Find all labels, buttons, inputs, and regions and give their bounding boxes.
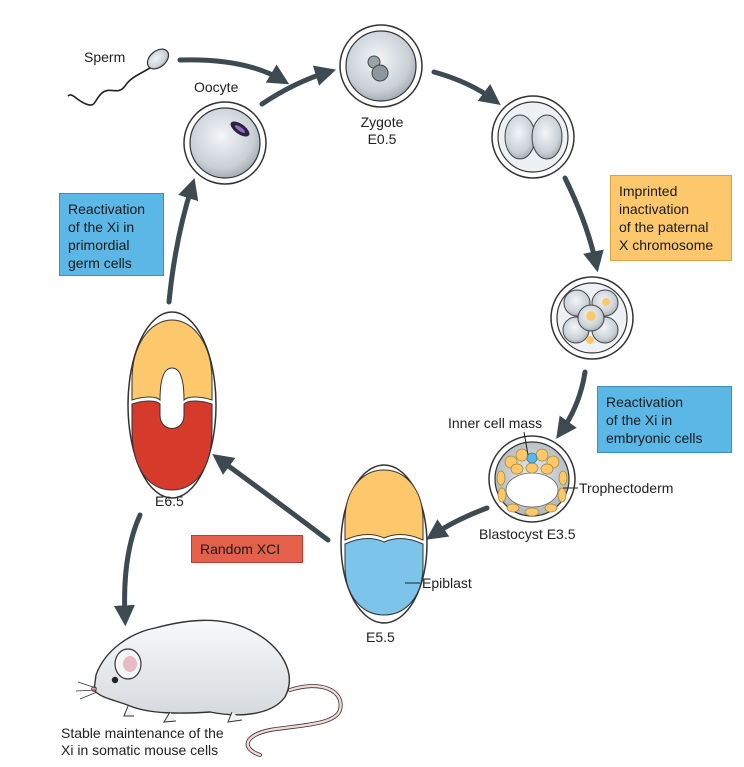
label-sperm: Sperm xyxy=(84,49,126,65)
label-epiblast: Epiblast xyxy=(422,575,472,591)
oocyte-icon xyxy=(183,101,267,185)
sperm-icon xyxy=(67,48,170,106)
box-reactivation-pgc: Reactivation of the Xi in primordial ger… xyxy=(59,193,164,276)
label-stable-maintenance: Stable maintenance of the Xi in somatic … xyxy=(61,725,224,758)
box-random-xci: Random XCI xyxy=(191,535,303,563)
arrow-blastocyst-to-e55 xyxy=(426,505,490,540)
arrow-e55-to-e65 xyxy=(212,454,331,543)
blastocyst-icon xyxy=(488,431,578,523)
two-cell-embryo-icon xyxy=(491,95,575,179)
arrow-2cell-to-8cell xyxy=(562,175,604,273)
arrow-sperm-to-oocyte xyxy=(177,57,290,85)
e55-embryo-icon xyxy=(340,464,428,624)
arrow-oocyte-to-zygote xyxy=(259,65,337,107)
label-e65: E6.5 xyxy=(155,493,184,509)
arrow-e65-to-oocyte xyxy=(166,177,199,305)
arrow-8cell-to-blastocyst xyxy=(556,369,588,439)
label-zygote: Zygote E0.5 xyxy=(360,114,404,147)
zygote-icon xyxy=(339,24,423,108)
cycle-arrows xyxy=(113,57,604,627)
box-imprinted-inactivation: Imprinted inactivation of the paternal X… xyxy=(610,175,732,261)
arrow-zygote-to-2cell xyxy=(431,69,501,106)
eight-cell-embryo-icon xyxy=(550,276,634,360)
mouse-illustration xyxy=(75,619,343,757)
label-oocyte: Oocyte xyxy=(194,79,239,95)
arrow-e65-to-mouse xyxy=(113,512,143,627)
label-blastocyst: Blastocyst E3.5 xyxy=(479,526,576,542)
label-e55: E5.5 xyxy=(366,629,395,645)
box-reactivation-embryonic: Reactivation of the Xi in embryonic cell… xyxy=(597,386,732,453)
e65-embryo-icon xyxy=(127,311,217,499)
label-trophectoderm: Trophectoderm xyxy=(579,480,674,496)
label-inner-cell-mass: Inner cell mass xyxy=(448,415,543,431)
